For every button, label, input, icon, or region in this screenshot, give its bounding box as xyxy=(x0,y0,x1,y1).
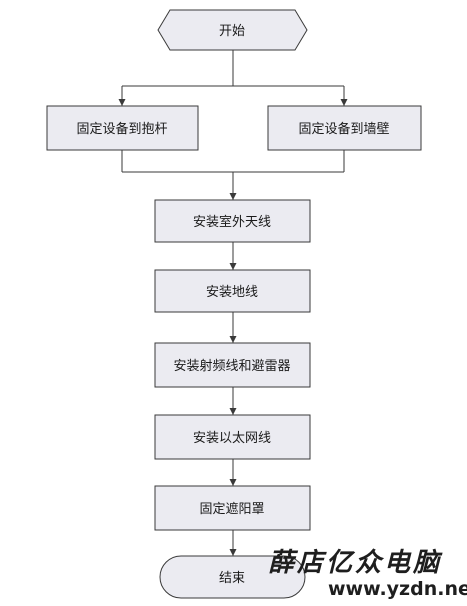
mount-pole-node: 固定设备到抱杆 xyxy=(46,105,199,151)
install-ethernet-label: 安装以太网线 xyxy=(193,431,271,446)
install-ground-label: 安装地线 xyxy=(206,285,258,300)
end-node: 结束 xyxy=(159,555,306,599)
start-node: 开始 xyxy=(157,9,308,51)
watermark-brand: 薛店亿众电脑 xyxy=(268,548,443,578)
install-ground-node: 安装地线 xyxy=(154,269,311,313)
install-rf-label: 安装射频线和避雷器 xyxy=(173,358,290,374)
install-ethernet-node: 安装以太网线 xyxy=(154,414,311,460)
start-label: 开始 xyxy=(219,24,245,39)
mount-wall-label: 固定设备到墙壁 xyxy=(298,121,389,137)
connectors xyxy=(118,50,348,556)
fix-cover-label: 固定遮阳罩 xyxy=(199,501,264,517)
end-label: 结束 xyxy=(219,571,245,586)
mount-pole-label: 固定设备到抱杆 xyxy=(76,121,167,137)
install-antenna-node: 安装室外天线 xyxy=(154,199,311,243)
mount-wall-node: 固定设备到墙壁 xyxy=(267,105,422,151)
watermark-url: www.yzdn.net xyxy=(328,578,467,600)
install-antenna-label: 安装室外天线 xyxy=(193,214,271,230)
fix-cover-node: 固定遮阳罩 xyxy=(154,485,311,531)
install-rf-node: 安装射频线和避雷器 xyxy=(154,342,311,388)
